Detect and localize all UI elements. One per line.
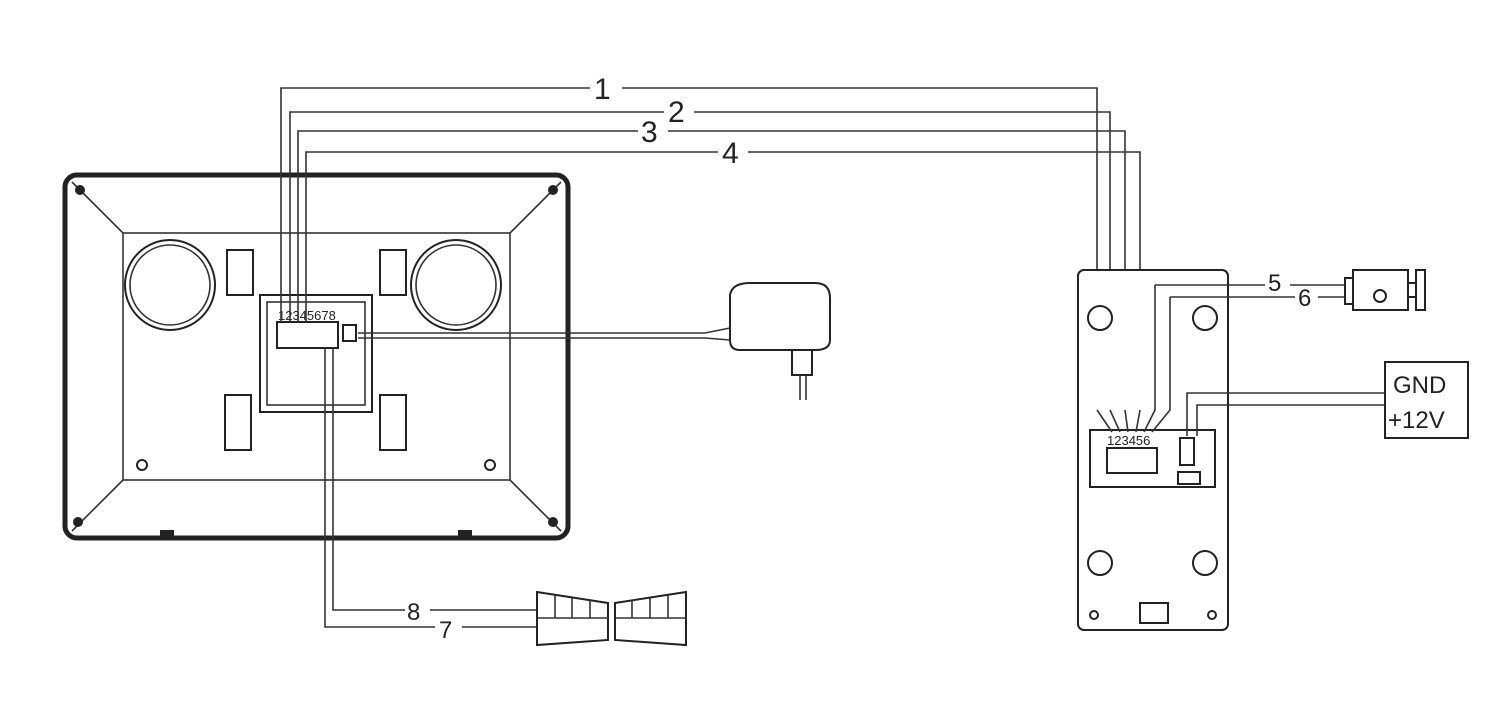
electric-lock (1344, 269, 1426, 311)
wire-label-3: 3 (641, 116, 658, 149)
12v-label: +12V (1388, 407, 1445, 434)
wire-label-2: 2 (668, 96, 685, 129)
doorbell-button-pair (536, 590, 687, 647)
wire-label-8: 8 (407, 599, 420, 626)
wire-label-1: 1 (594, 73, 611, 106)
gnd-label: GND (1393, 372, 1446, 399)
monitor-terminal-labels: 12345678 (278, 308, 336, 323)
door-station: 123456 (1077, 269, 1229, 631)
wire-label-4: 4 (722, 137, 739, 170)
wire-label-6: 6 (1298, 285, 1311, 312)
door-terminal-labels: 123456 (1107, 433, 1150, 448)
indoor-monitor: 12345678 (62, 172, 571, 541)
power-adapter (358, 282, 831, 400)
power-supply-box: GND +12V (1384, 361, 1469, 439)
wire-label-5: 5 (1268, 270, 1281, 297)
wire-label-7: 7 (439, 617, 452, 644)
wires-1-4 (280, 87, 1141, 410)
